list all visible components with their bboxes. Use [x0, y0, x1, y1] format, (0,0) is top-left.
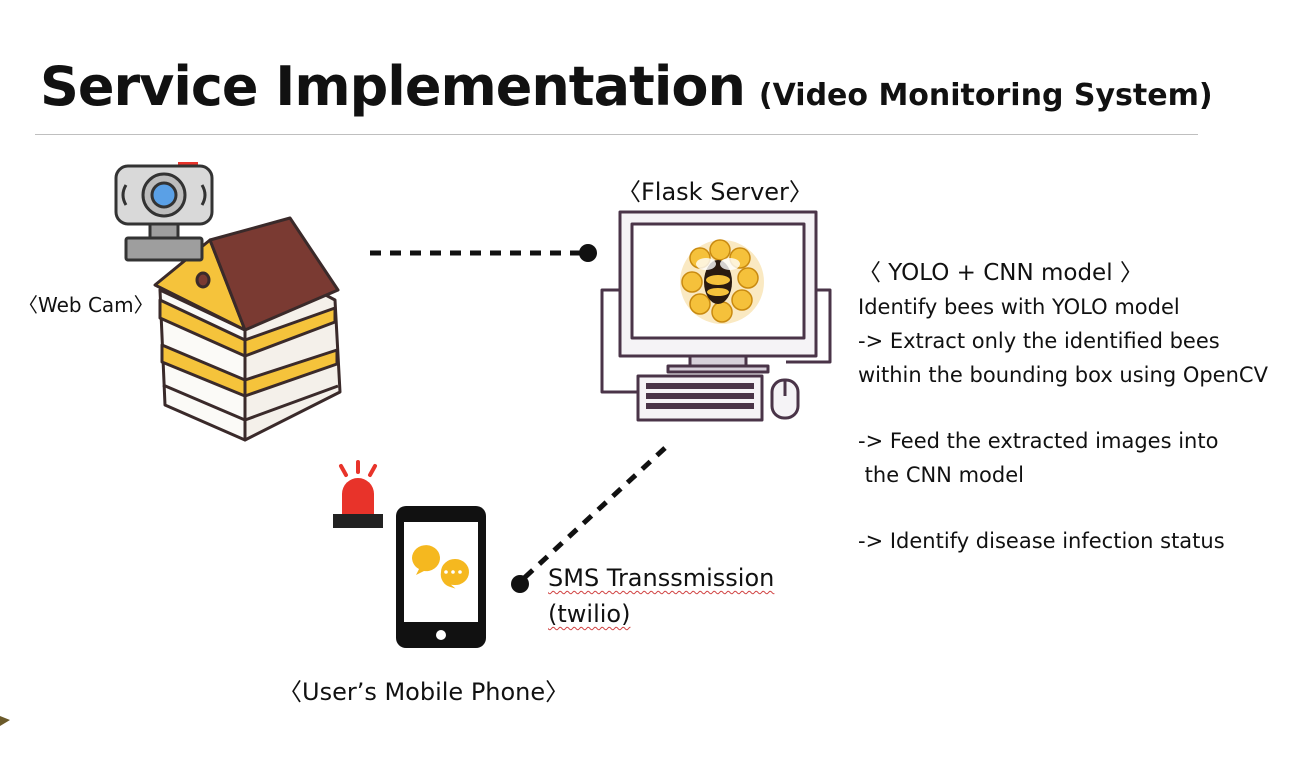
sms-label: SMS Transsmission (twilio) [548, 560, 774, 632]
spacer [858, 392, 1268, 424]
title-divider [35, 134, 1198, 135]
beehive-icon [153, 216, 342, 442]
server-label: 〈Flask Server〉 [617, 178, 813, 206]
siren-icon [333, 460, 383, 528]
webcam-label: 〈Web Cam〉 [18, 293, 154, 317]
title-main: Service Implementation [40, 55, 746, 118]
chat-bubbles-icon [412, 545, 471, 592]
model-line: the CNN model [858, 463, 1024, 487]
phone-label: 〈User’s Mobile Phone〉 [278, 678, 570, 706]
sms-line-1: SMS Transsmission [548, 564, 775, 592]
model-heading: 〈 YOLO + CNN model 〉 [858, 260, 1143, 286]
model-line: -> Identify disease infection status [858, 529, 1225, 553]
model-description: 〈 YOLO + CNN model 〉 Identify bees with … [858, 256, 1268, 558]
model-line: -> Extract only the identified bees [858, 329, 1220, 353]
sms-line-2: (twilio) [548, 600, 631, 628]
spacer [858, 492, 1268, 524]
server-phone-connector [520, 446, 667, 582]
model-line: within the bounding box using OpenCV [858, 363, 1268, 387]
keyboard-keys [646, 383, 754, 409]
model-line: -> Feed the extracted images into [858, 429, 1219, 453]
model-line: Identify bees with YOLO model [858, 295, 1180, 319]
bee-image [680, 239, 764, 324]
phone-connector-dot [511, 575, 529, 593]
title-subtitle: (Video Monitoring System) [758, 78, 1213, 113]
webcam-icon [114, 162, 214, 262]
corner-decoration [0, 716, 10, 726]
server-connector-dot [579, 244, 597, 262]
page-title: Service Implementation (Video Monitoring … [40, 55, 1213, 118]
